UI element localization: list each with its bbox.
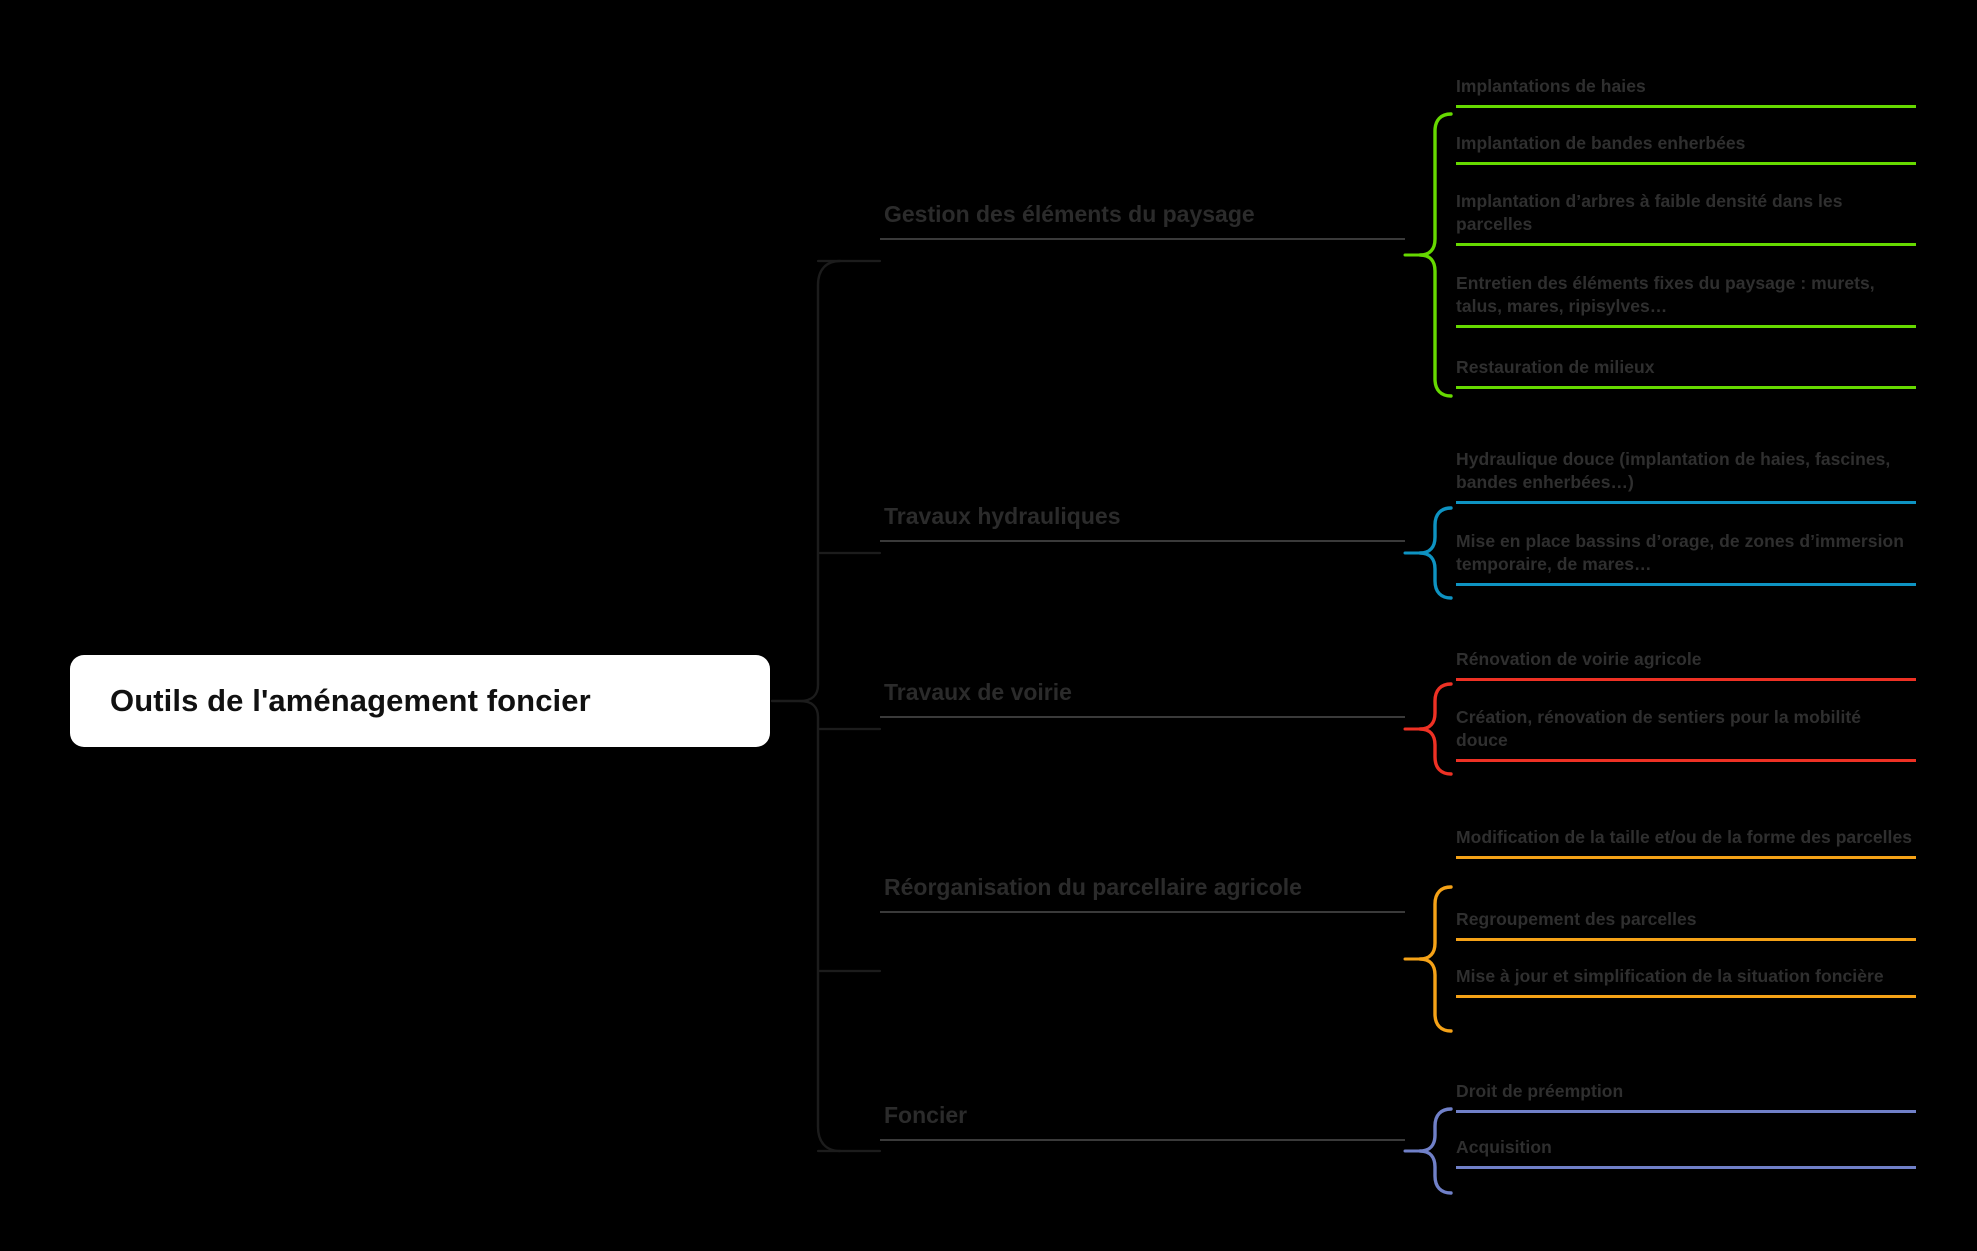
leaf-underline [1456, 500, 1916, 504]
root-node-label: Outils de l'aménagement foncier [110, 683, 591, 718]
leaf-item[interactable]: Acquisition [1456, 1136, 1916, 1169]
leaf-label: Mise en place bassins d’orage, de zones … [1456, 531, 1904, 574]
leaf-item[interactable]: Mise à jour et simplification de la situ… [1456, 965, 1916, 998]
leaf-label: Droit de préemption [1456, 1081, 1624, 1101]
branch-underline [880, 911, 1405, 914]
leaf-brace-green [1418, 112, 1453, 398]
leaf-item[interactable]: Implantations de haies [1456, 75, 1916, 108]
branch-foncier[interactable]: Foncier [880, 1101, 1405, 1142]
leaf-label: Implantation de bandes enherbées [1456, 133, 1746, 153]
root-node[interactable]: Outils de l'aménagement foncier [70, 655, 770, 747]
leaf-underline [1456, 758, 1916, 762]
leaf-label: Modification de la taille et/ou de la fo… [1456, 827, 1913, 847]
leaf-underline [1456, 242, 1916, 246]
leaf-underline [1456, 855, 1916, 859]
leaf-underline [1456, 385, 1916, 389]
leaf-brace-orange [1418, 885, 1453, 1033]
leaf-label: Implantations de haies [1456, 76, 1646, 96]
leaf-underline [1456, 994, 1916, 998]
leaf-underline [1456, 1165, 1916, 1169]
leaf-item[interactable]: Regroupement des parcelles [1456, 908, 1916, 941]
branch-label: Réorganisation du parcellaire agricole [884, 874, 1302, 900]
leaf-item[interactable]: Création, rénovation de sentiers pour la… [1456, 706, 1916, 762]
leaf-item[interactable]: Modification de la taille et/ou de la fo… [1456, 826, 1916, 859]
leaf-item[interactable]: Restauration de milieux [1456, 356, 1916, 389]
branch-underline [880, 716, 1405, 719]
leaf-item[interactable]: Implantation d’arbres à faible densité d… [1456, 190, 1916, 246]
leaf-label: Implantation d’arbres à faible densité d… [1456, 191, 1843, 234]
leaf-label: Restauration de milieux [1456, 357, 1655, 377]
leaf-item[interactable]: Mise en place bassins d’orage, de zones … [1456, 530, 1916, 586]
leaf-underline [1456, 937, 1916, 941]
leaf-label: Création, rénovation de sentiers pour la… [1456, 707, 1862, 750]
leaf-label: Hydraulique douce (implantation de haies… [1456, 449, 1891, 492]
leaf-underline [1456, 677, 1916, 681]
leaf-label: Acquisition [1456, 1137, 1552, 1157]
branch-underline [880, 1139, 1405, 1142]
branch-travaux-de-voirie[interactable]: Travaux de voirie [880, 678, 1405, 719]
leaf-label: Entretien des éléments fixes du paysage … [1456, 273, 1875, 316]
leaf-item[interactable]: Rénovation de voirie agricole [1456, 648, 1916, 681]
leaf-brace-red [1418, 682, 1453, 776]
leaf-underline [1456, 1109, 1916, 1113]
branch-label: Gestion des éléments du paysage [884, 201, 1255, 227]
branch-underline [880, 238, 1405, 241]
leaf-underline [1456, 161, 1916, 165]
branch-travaux-hydrauliques[interactable]: Travaux hydrauliques [880, 502, 1405, 543]
branch-label: Travaux de voirie [884, 679, 1072, 705]
leaf-brace-purple [1418, 1107, 1453, 1195]
leaf-label: Mise à jour et simplification de la situ… [1456, 966, 1884, 986]
branch-label: Travaux hydrauliques [884, 503, 1121, 529]
leaf-item[interactable]: Entretien des éléments fixes du paysage … [1456, 272, 1916, 328]
leaf-label: Regroupement des parcelles [1456, 909, 1697, 929]
branch-label: Foncier [884, 1102, 968, 1128]
leaf-underline [1456, 104, 1916, 108]
branch-underline [880, 540, 1405, 543]
leaf-item[interactable]: Implantation de bandes enherbées [1456, 132, 1916, 165]
leaf-item[interactable]: Hydraulique douce (implantation de haies… [1456, 448, 1916, 504]
leaf-underline [1456, 324, 1916, 328]
trunk-brace [798, 259, 842, 1153]
leaf-label: Rénovation de voirie agricole [1456, 649, 1702, 669]
leaf-brace-blue [1418, 506, 1453, 600]
branch-gestion-des-elements-du-paysage[interactable]: Gestion des éléments du paysage [880, 200, 1405, 241]
branch-reorganisation-du-parcellaire-agricole[interactable]: Réorganisation du parcellaire agricole [880, 873, 1405, 914]
leaf-underline [1456, 582, 1916, 586]
leaf-item[interactable]: Droit de préemption [1456, 1080, 1916, 1113]
